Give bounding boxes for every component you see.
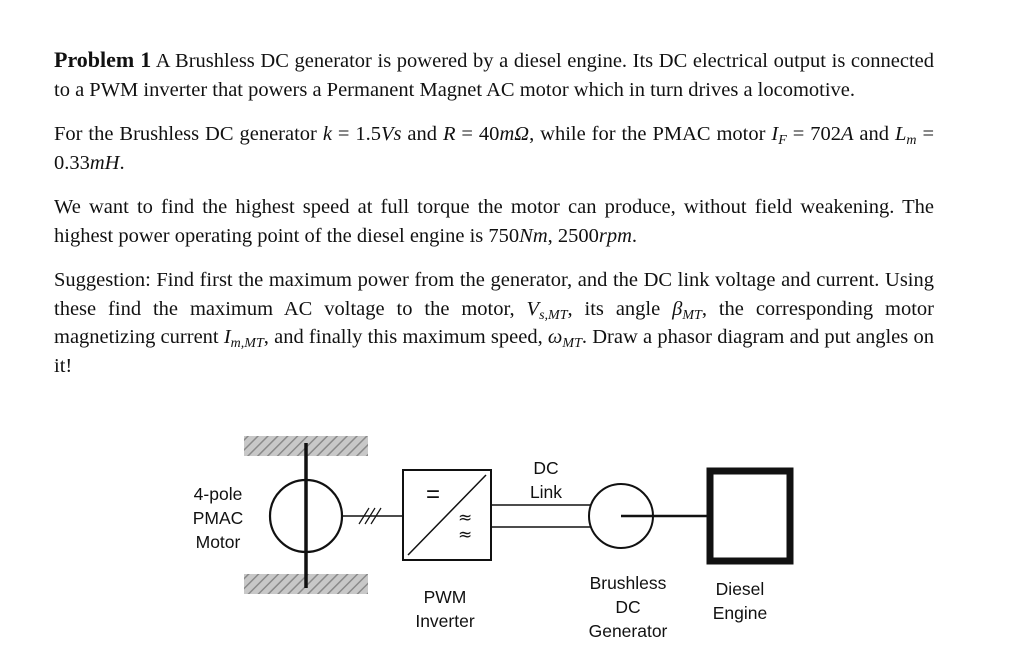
inverter-label: PWM Inverter [415,587,475,631]
paragraph-goal: We want to find the highest speed at ful… [54,196,934,247]
paragraph-parameters: For the Brushless DC generator k = 1.5Vs… [54,123,935,174]
engine-label: Diesel Engine [712,579,768,623]
dc-link-lines [491,504,590,528]
ac-wave-1: ≈ [458,508,472,528]
paragraph-intro: Problem 1 A Brushless DC generator is po… [54,47,935,101]
problem-text: Problem 1 A Brushless DC generator is po… [54,46,934,396]
inverter-symbol: = ≈ ≈ [402,469,492,561]
dc-equal-sign: = [426,481,440,508]
generator-symbol [588,483,707,549]
ac-three-phase-line [342,507,403,525]
paragraph-suggestion: Suggestion: Find first the maximum power… [54,269,934,377]
motor-symbol [268,443,344,588]
engine-symbol [706,467,794,565]
motor-label: 4-pole PMAC Motor [192,484,244,552]
problem-heading: Problem 1 [54,47,152,72]
generator-label: Brushless DC Generator [588,573,668,637]
ac-wave-2: ≈ [458,525,472,545]
dc-link-label: DC Link [529,458,563,502]
